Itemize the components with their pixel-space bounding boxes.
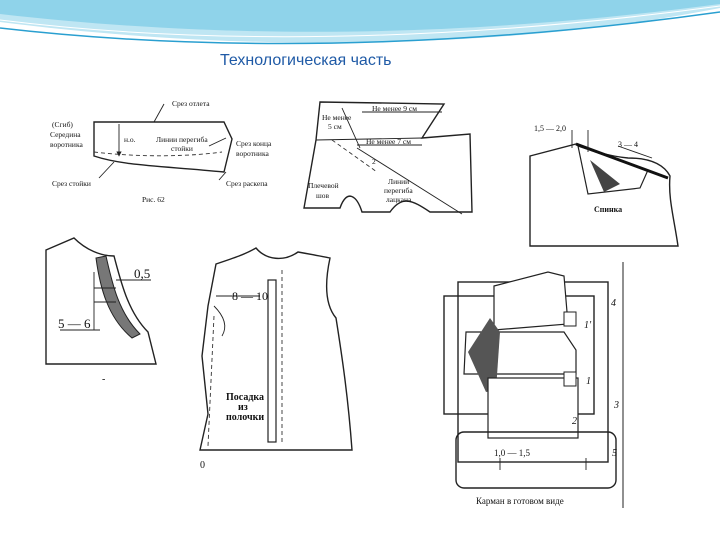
caption-pocket: Карман в готовом виде xyxy=(476,496,564,506)
vest-dash-side xyxy=(207,315,215,447)
wave-line-2 xyxy=(0,5,720,38)
label-ease-3: полочки xyxy=(226,412,264,423)
pocket-button-1 xyxy=(563,311,577,327)
label-end-2: воротника xyxy=(236,149,269,158)
label-dim2: 3 — 4 xyxy=(618,140,638,149)
label-n5: 5 xyxy=(612,448,617,459)
leader-otlet xyxy=(153,103,165,123)
lapel-figure: Не менее 9 см Не менее 5 см Не менее 7 с… xyxy=(303,101,473,215)
leader-end xyxy=(208,137,227,147)
wave-line xyxy=(0,11,720,45)
label-stand: Срез стойки xyxy=(52,179,91,188)
label-num2: 2 xyxy=(372,157,376,166)
label-dim: 1,0 — 1,5 xyxy=(494,448,531,458)
label-min9: Не менее 9 см xyxy=(372,104,417,113)
slide-title: Технологическая часть xyxy=(220,52,392,69)
label-collar: воротника xyxy=(50,140,83,149)
label-dash: - xyxy=(102,374,105,385)
armhole-outline xyxy=(45,237,157,365)
label-lapel-1: Линии xyxy=(388,177,409,186)
label-shoulder-1: Плечевой xyxy=(308,181,339,190)
lapel-dash xyxy=(331,139,378,173)
label-n1: 1 xyxy=(586,376,591,387)
label-fold-line-2: стойки xyxy=(171,144,193,153)
pocket-hatch xyxy=(468,318,500,392)
back-shoulder-seam xyxy=(575,142,669,180)
label-min7: Не менее 7 см xyxy=(366,137,411,146)
vest-figure: 8 — 10 Посадка из полочки 0 xyxy=(199,247,353,471)
label-zero: 0 xyxy=(200,460,205,471)
label-ease-2: из xyxy=(238,402,248,413)
wave-mid xyxy=(0,0,720,32)
lapel-line-a xyxy=(315,137,423,141)
label-shoulder-2: шов xyxy=(316,191,330,200)
back-figure: 1,5 — 2,0 3 — 4 Спинка xyxy=(529,124,679,247)
label-ease-1: Посадка xyxy=(226,392,264,403)
label-n2: 2 xyxy=(572,416,577,427)
vest-placket xyxy=(267,279,277,443)
leader-stand xyxy=(98,161,115,179)
collar-outline xyxy=(93,121,233,173)
pocket-finished xyxy=(455,431,617,489)
label-56: 5 — 6 xyxy=(58,316,91,331)
armhole-figure: 0,5 5 — 6 - xyxy=(45,237,157,385)
collar-figure: Срез отлета (Сгиб) Середина воротника н.… xyxy=(50,99,272,204)
label-05: 0,5 xyxy=(134,266,150,281)
label-end-1: Срез конца xyxy=(236,139,272,148)
label-lapel-3: лацкана xyxy=(386,195,412,204)
label-fold: (Сгиб) xyxy=(52,120,73,129)
label-middle: Середина xyxy=(50,130,81,139)
vest-outline xyxy=(199,247,353,451)
caption-fig62: Рис. 62 xyxy=(142,195,165,204)
lapel-outline xyxy=(303,101,473,213)
lapel-fold-line xyxy=(356,147,463,215)
pocket-button-2 xyxy=(563,371,577,387)
collar-fold-line xyxy=(93,151,223,157)
dim-line-3 xyxy=(617,145,653,159)
back-hatch xyxy=(590,160,620,192)
leader-raskep xyxy=(218,171,227,181)
pocket-lining xyxy=(487,377,579,439)
lapel-line-b xyxy=(341,107,361,149)
armhole-facing xyxy=(95,255,141,339)
vest-dart xyxy=(213,305,226,337)
pocket-welt xyxy=(493,271,569,331)
label-min5-1: Не менее xyxy=(322,113,352,122)
pocket-figure: 4 1' 1 3 2 5 1,0 — 1,5 Карман в готовом … xyxy=(443,262,624,508)
label-min5-2: 5 см xyxy=(328,122,342,131)
label-810: 8 — 10 xyxy=(232,289,268,303)
label-dim1: 1,5 — 2,0 xyxy=(534,124,566,133)
label-n4: 4 xyxy=(611,298,616,309)
label-lapel-2: перегиба xyxy=(384,186,413,195)
label-n3: 3 xyxy=(613,400,619,411)
label-raskep: Срез раскепа xyxy=(226,179,268,188)
label-cut-otlet: Срез отлета xyxy=(172,99,210,108)
label-fold-line-1: Линии перегиба xyxy=(156,135,208,144)
label-n1p: 1' xyxy=(584,320,592,331)
label-back: Спинка xyxy=(594,205,622,214)
header-wave xyxy=(0,0,720,45)
label-no: н.о. xyxy=(124,135,136,144)
